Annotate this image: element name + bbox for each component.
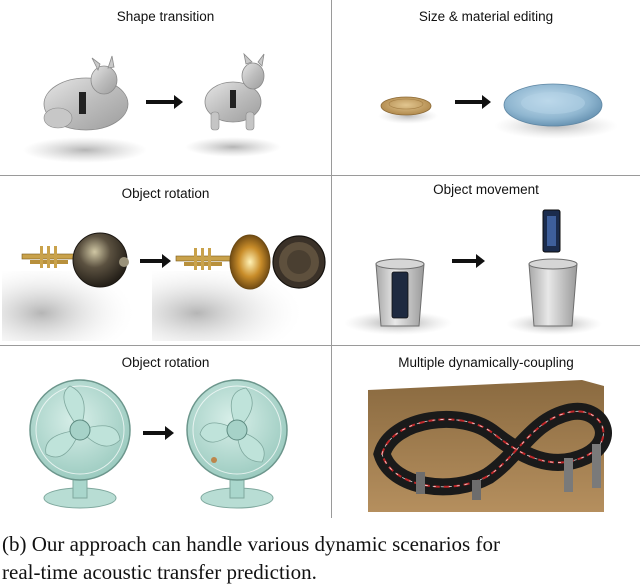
horizontal-divider-2	[0, 345, 640, 346]
arrow-icon	[452, 254, 485, 268]
caption-line-1: (b) Our approach can handle various dyna…	[2, 532, 500, 556]
vertical-divider	[331, 0, 332, 518]
trumpet-right	[175, 234, 326, 290]
phone-icon	[79, 92, 86, 114]
panel-title: Shape transition	[116, 9, 215, 24]
armadillo-shadow	[185, 137, 281, 157]
glass-cup-empty	[528, 258, 578, 327]
trumpet-rotation-illustration	[2, 232, 326, 341]
panel-object-rotation-trumpet: Object rotation	[0, 176, 331, 345]
race-track-illustration	[368, 380, 612, 512]
arrow-icon	[455, 95, 491, 109]
figure-caption: (b) Our approach can handle various dyna…	[2, 530, 640, 586]
bunny-shadow	[23, 137, 147, 163]
trumpet-left	[21, 232, 129, 288]
arrow-icon	[146, 95, 183, 109]
wooden-plate	[380, 96, 432, 116]
bunny-model	[43, 55, 129, 131]
figure: Shape transition	[0, 0, 640, 518]
panel-object-rotation-fan: Object rotation	[0, 346, 331, 518]
object-movement-illustration	[344, 209, 602, 335]
phone-icon	[391, 271, 409, 319]
panel-object-movement: Object movement	[332, 176, 640, 345]
armadillo-model	[204, 52, 265, 131]
arrow-icon	[143, 426, 174, 440]
caption-line-2: real-time acoustic transfer prediction.	[2, 560, 317, 584]
shape-transition-illustration	[23, 52, 281, 163]
horizontal-divider-1	[0, 175, 640, 176]
panel-title: Size & material editing	[418, 9, 554, 24]
panel-title: Object rotation	[121, 355, 210, 370]
panel-multiple-coupling: Multiple dynamically-coupling	[332, 346, 640, 518]
fan-left	[29, 379, 131, 509]
glass-cup-with-phone	[375, 258, 425, 327]
sand-ground	[368, 380, 604, 512]
panel-title: Object movement	[433, 182, 539, 197]
size-material-illustration	[378, 83, 618, 139]
panel-title: Object rotation	[121, 186, 210, 201]
arrow-icon	[140, 254, 171, 268]
fan-right	[186, 379, 288, 509]
panel-title: Multiple dynamically-coupling	[398, 355, 574, 370]
fan-rotation-illustration	[29, 379, 288, 509]
panel-size-material: Size & material editing	[332, 0, 640, 175]
panel-shape-transition: Shape transition	[0, 0, 331, 175]
race-track	[373, 402, 612, 500]
